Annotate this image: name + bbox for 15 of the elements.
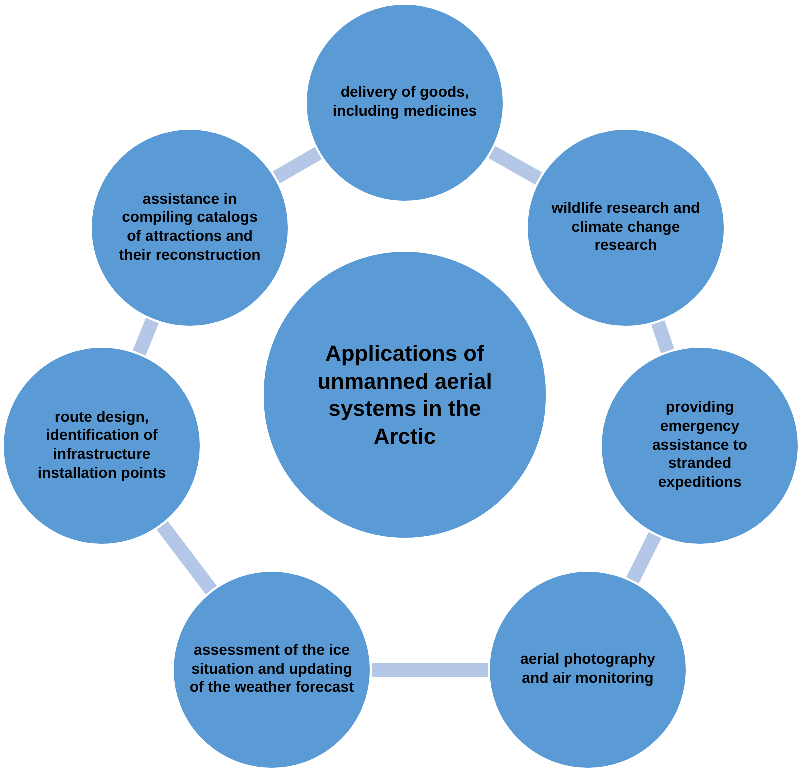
node-text: wildlife research and climate change research [551,200,701,256]
node-text: aerial photography and air monitoring [519,651,657,689]
node-text: assessment of the ice situation and updating of the weather forecast [190,642,354,698]
connector-bar [272,147,322,184]
node-text: providing emergency assistance to stranded expeditions [651,399,749,493]
node-text: route design, identification of infrastructure installation points [36,408,168,484]
node-text: delivery of goods, including medicines [332,84,478,122]
connector-bar [372,663,488,677]
connector-bar [626,532,662,584]
connector-bar [156,521,218,595]
connector-bar [488,146,542,185]
node-text: Applications of unmanned aerial systems in the Arctic [316,340,494,450]
connector-bar [652,320,674,354]
connector-bar [132,318,160,356]
node-text: assistance in compiling catalogs of attractions and their reconstruction [118,190,262,266]
